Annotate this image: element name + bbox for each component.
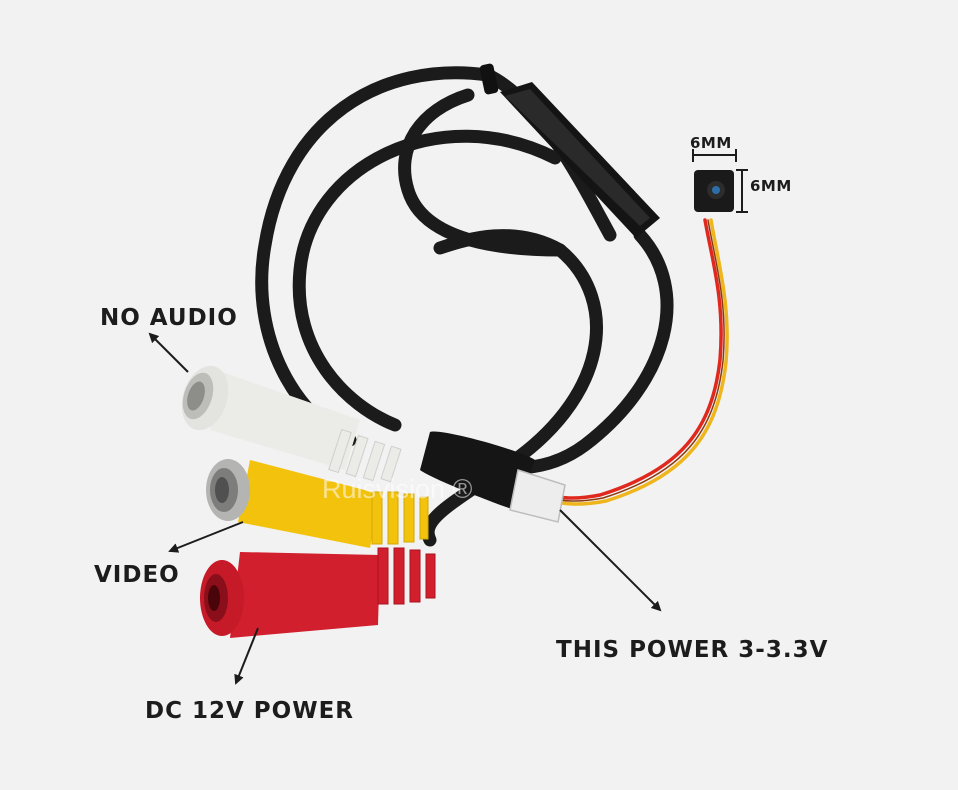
rca-white-connector — [181, 365, 402, 483]
arrow-video — [168, 521, 244, 553]
arrow-this-power — [559, 509, 662, 612]
label-this-power: THIS POWER 3-3.3V — [556, 637, 829, 663]
mini-camera — [694, 170, 734, 212]
label-dc-power: DC 12V POWER — [145, 698, 354, 724]
rca-red-connector — [200, 547, 436, 638]
rca-yellow-connector — [206, 459, 429, 548]
dimension-marks — [692, 149, 748, 213]
camera-wires — [546, 218, 729, 506]
black-plug — [420, 431, 566, 523]
arrow-no-audio — [148, 332, 189, 373]
label-width-dimension: 6MM — [690, 134, 732, 152]
watermark: Ruisvision ® — [322, 474, 473, 504]
label-video: VIDEO — [94, 562, 180, 588]
cable-splitter — [479, 63, 660, 238]
arrow-dc-power — [234, 627, 259, 685]
label-height-dimension: 6MM — [750, 177, 792, 195]
label-no-audio: NO AUDIO — [100, 305, 238, 331]
annotation-arrows — [148, 332, 662, 685]
